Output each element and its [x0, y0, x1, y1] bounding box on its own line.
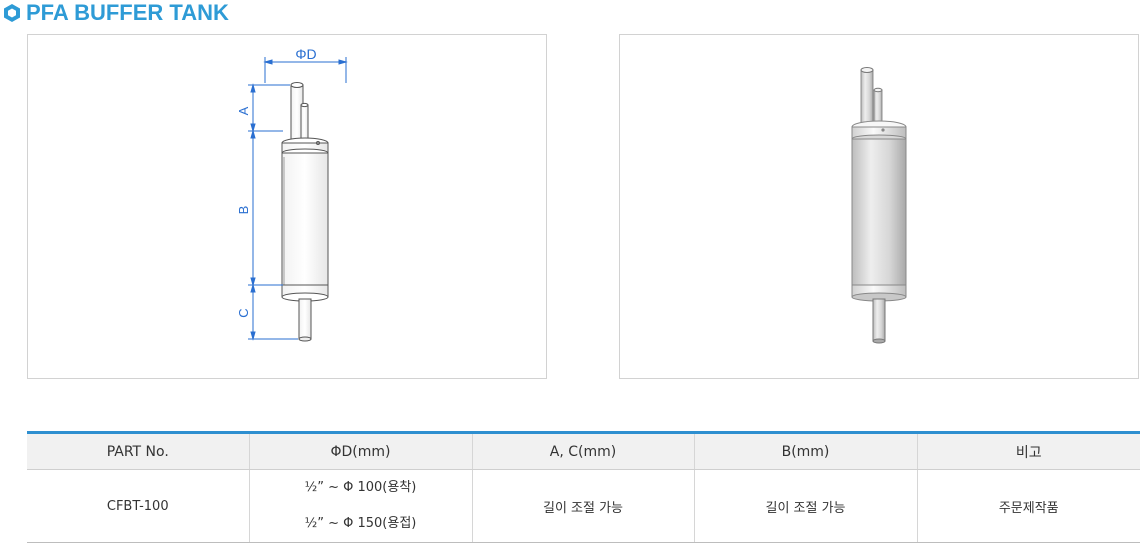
product-render: [851, 67, 907, 344]
cell-note: 주문제작품: [917, 469, 1140, 543]
page-title: PFA BUFFER TANK: [26, 0, 229, 25]
cell-od: ½” ~ Φ 100(용착) ½” ~ Φ 150(용접): [249, 469, 473, 543]
cell-od-line: ½” ~ Φ 150(용접): [304, 516, 417, 531]
dim-d-label: ΦD: [295, 46, 316, 62]
dim-b-label: B: [236, 206, 251, 215]
dimension-drawing: ΦD A B C: [236, 46, 348, 342]
cell-ac: 길이 조절 가능: [472, 469, 695, 543]
table-row: CFBT-100 ½” ~ Φ 100(용착) ½” ~ Φ 150(용접) 길…: [27, 469, 1140, 543]
page-title-bar: PFA BUFFER TANK: [0, 0, 229, 26]
dim-c-label: C: [236, 308, 251, 317]
cell-od-line: ½” ~ Φ 100(용착): [304, 480, 417, 495]
spec-table: PART No. ΦD(mm) A, C(mm) B(mm) 비고 CFBT-1…: [27, 431, 1140, 543]
header-part-no: PART No.: [27, 432, 250, 470]
hexagon-icon: [4, 4, 20, 22]
table-header-row: PART No. ΦD(mm) A, C(mm) B(mm) 비고: [27, 432, 1140, 470]
header-b: B(mm): [694, 432, 918, 470]
product-render-panel: [619, 34, 1139, 379]
header-note: 비고: [917, 432, 1140, 470]
dim-a-label: A: [236, 106, 251, 115]
dimension-drawing-panel: ΦD A B C: [27, 34, 547, 379]
header-ac: A, C(mm): [472, 432, 695, 470]
cell-b: 길이 조절 가능: [694, 469, 918, 543]
header-od: ΦD(mm): [249, 432, 473, 470]
cell-part-no: CFBT-100: [27, 469, 250, 543]
